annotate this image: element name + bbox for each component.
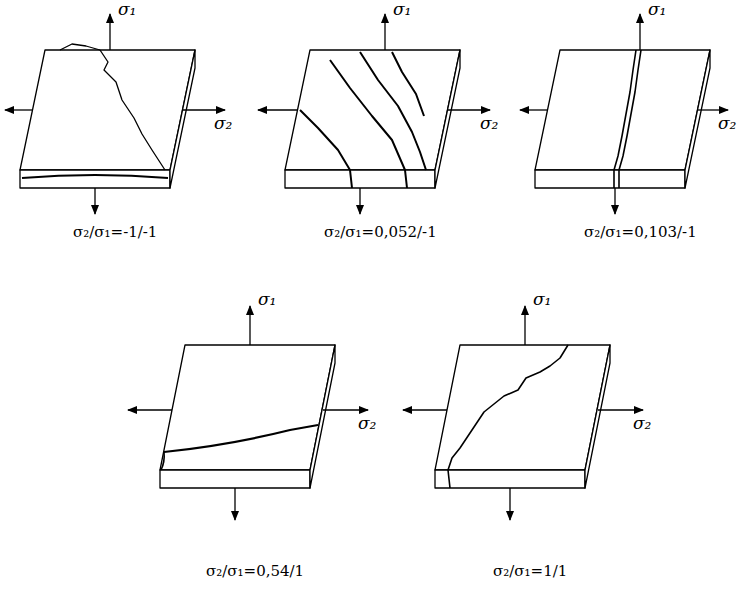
stress-symbol: σ₂ — [633, 414, 651, 433]
specimen-plate — [285, 50, 460, 188]
specimen-plate — [435, 345, 610, 488]
specimen-plate — [160, 345, 335, 488]
ratio-caption: σ₂/σ₁=0,052/-1 — [324, 224, 437, 241]
stress-arrows — [5, 14, 728, 520]
ratio-caption: σ₂/σ₁=1/1 — [493, 563, 567, 580]
stress-symbol: σ₂ — [214, 114, 232, 133]
stress-symbol: σ₁ — [533, 290, 551, 309]
stress-symbol: σ₁ — [648, 0, 666, 19]
ratio-caption: σ₂/σ₁=0,54/1 — [206, 563, 304, 580]
stress-symbol: σ₁ — [118, 0, 136, 19]
specimen-plate — [535, 50, 710, 188]
specimen-plate — [20, 44, 195, 188]
stress-symbol: σ₂ — [358, 414, 376, 433]
stress-symbol: σ₁ — [393, 0, 411, 19]
stress-symbol: σ₂ — [718, 114, 736, 133]
stress-symbol: σ₂ — [480, 114, 498, 133]
stress-symbol: σ₁ — [258, 290, 276, 309]
ratio-caption: σ₂/σ₁=-1/-1 — [73, 224, 157, 241]
ratio-caption: σ₂/σ₁=0,103/-1 — [584, 224, 697, 241]
